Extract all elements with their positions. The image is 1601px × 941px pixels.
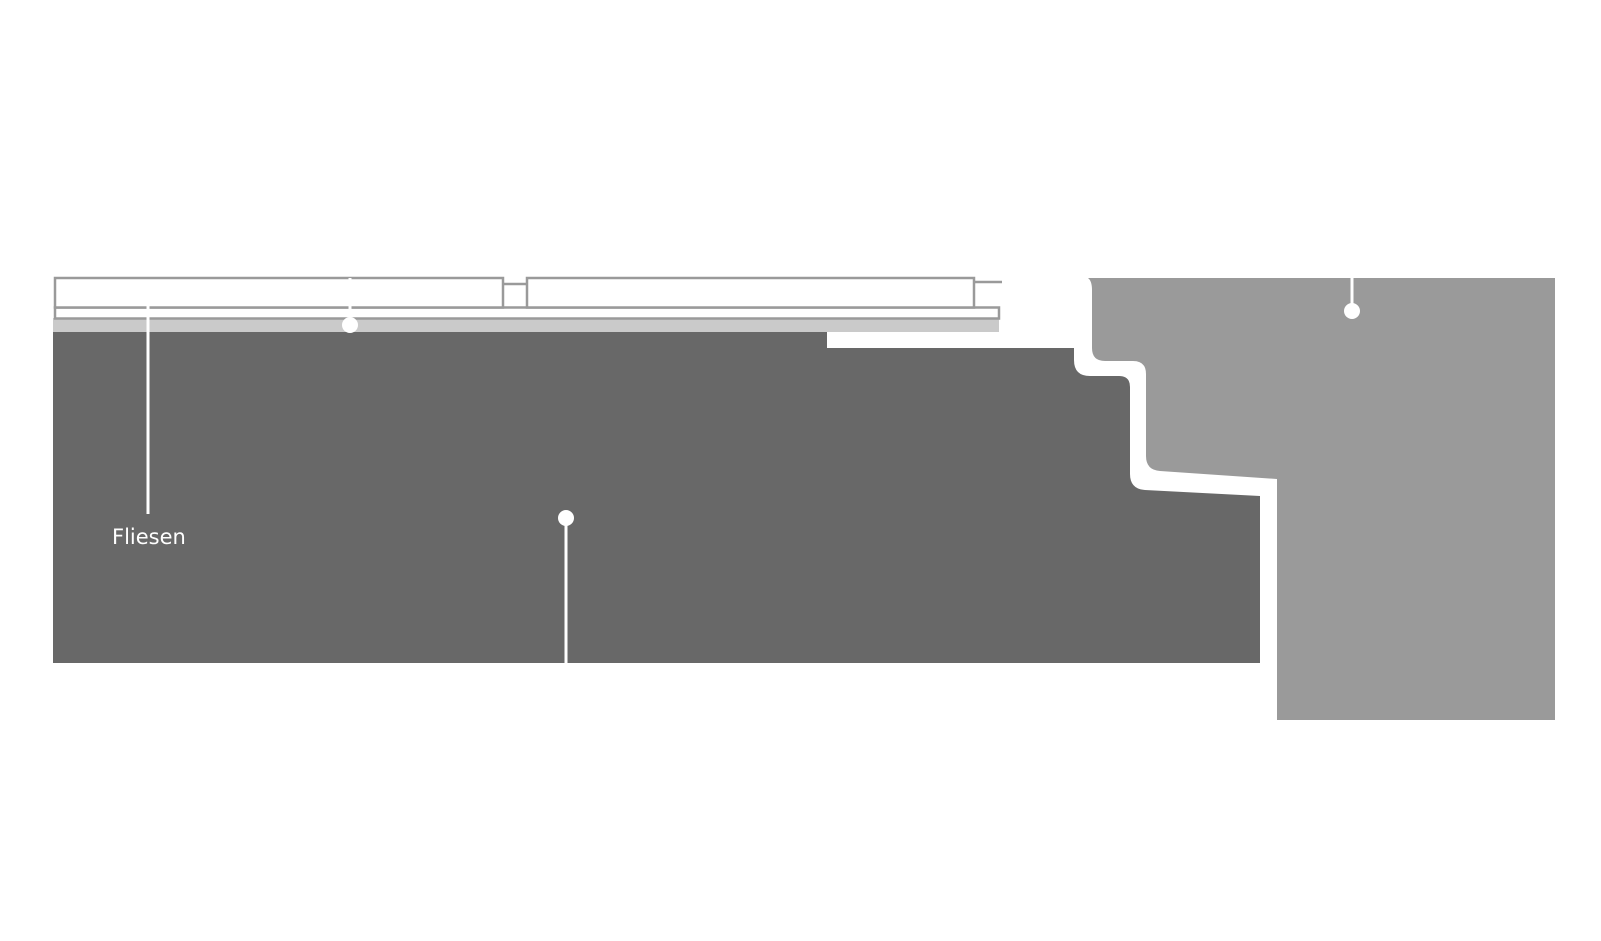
step-marker-dot xyxy=(1344,303,1360,319)
adhesive-layer xyxy=(53,318,999,332)
tiles-label: Fliesen xyxy=(112,525,186,549)
substrate-slab xyxy=(53,331,1260,663)
substrate-marker-dot xyxy=(558,510,574,526)
step-block xyxy=(1088,278,1555,720)
tile-right xyxy=(525,276,976,309)
tile-left xyxy=(53,276,505,309)
tile-base-layer xyxy=(53,306,1001,320)
adhesive-marker-dot xyxy=(342,317,358,333)
